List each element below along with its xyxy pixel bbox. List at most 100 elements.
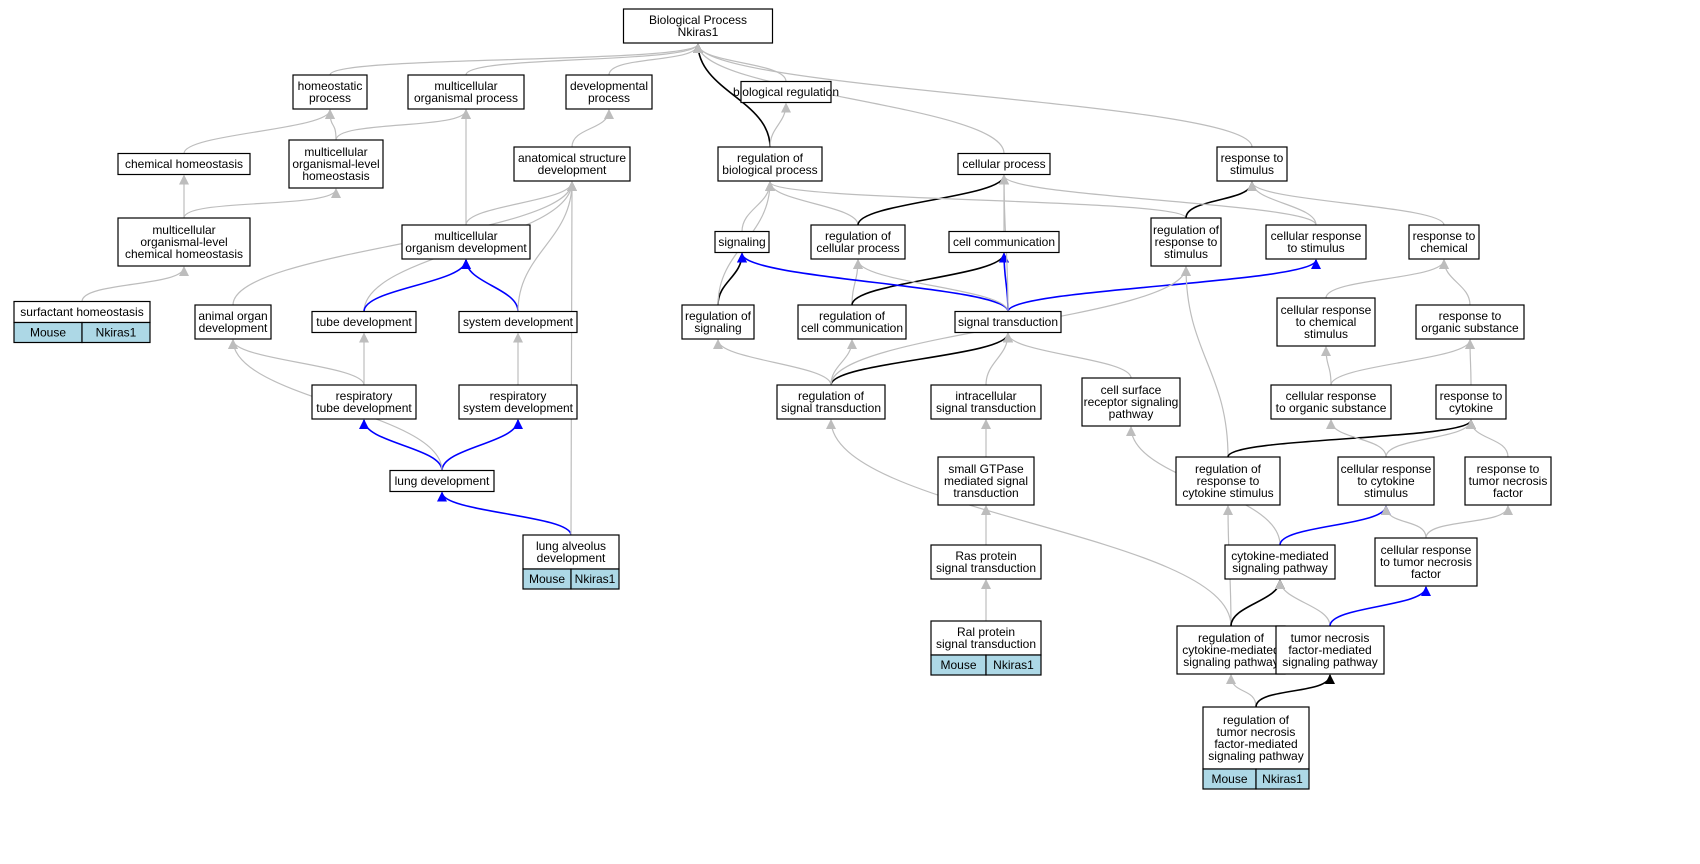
node-box [458, 310, 578, 334]
go-term-node-st[interactable]: signal transduction [954, 310, 1062, 334]
annotation-gene-label: Nkiras1 [993, 658, 1034, 672]
edge-csrsp-to-st [1003, 332, 1132, 379]
node-label-line: process [588, 91, 630, 105]
node-label-line: cytokine-mediated [1182, 643, 1279, 657]
node-box [288, 139, 384, 189]
node-label-line: response to [1477, 462, 1540, 476]
node-label-line: organism development [405, 241, 527, 255]
node-label-line: developmental [570, 79, 648, 93]
node-label-line: cellular response [1341, 462, 1432, 476]
node-box [565, 74, 653, 110]
edge-mcolch-to-mcolh [183, 188, 341, 219]
node-box [1224, 544, 1336, 580]
edge-rrs-to-resp [1185, 181, 1257, 219]
node-label-line: tumor necrosis [1291, 631, 1370, 645]
node-box [1464, 456, 1552, 506]
node-label-line: pathway [1109, 407, 1154, 421]
node-label-line: cellular response [1381, 543, 1472, 557]
edge-homeo-to-root [329, 43, 703, 76]
node-box [681, 304, 755, 340]
go-term-node-cellcomm[interactable]: cell communication [948, 230, 1060, 254]
node-box [389, 469, 495, 493]
go-term-node-surf[interactable]: surfactant homeostasis [13, 300, 151, 324]
edge-cros-to-crcs [1321, 346, 1332, 386]
edge-devproc-to-root [608, 43, 703, 76]
node-label-line: cytokine-mediated [1231, 549, 1328, 563]
go-term-node-lungdev[interactable]: lung development [389, 469, 495, 493]
go-term-node-cellproc[interactable]: cellular process [957, 152, 1051, 176]
go-term-node-bioreg[interactable]: biological regulation [733, 80, 839, 104]
go-term-node-chemhomeo[interactable]: chemical homeostasis [117, 152, 251, 176]
node-box [810, 224, 906, 260]
edge-rcp-to-cellproc [857, 174, 1009, 226]
go-term-node-sysdev[interactable]: system development [458, 310, 578, 334]
node-box [311, 310, 417, 334]
node-label-line: chemical homeostasis [125, 247, 243, 261]
go-term-node-rcmsp[interactable]: regulation ofcytokine-mediatedsignaling … [1176, 625, 1286, 675]
edge-st-to-signaling [737, 252, 1009, 312]
node-box [957, 152, 1051, 176]
node-label-line: homeostasis [302, 169, 369, 183]
edge-rrs-to-rbp [765, 181, 1187, 219]
node-box [1415, 304, 1525, 340]
node-label-line: development [538, 163, 607, 177]
node-label-line: regulation of [819, 309, 886, 323]
node-box [714, 230, 770, 254]
node-label-line: factor-mediated [1288, 643, 1371, 657]
edge-ros-to-rchem [1439, 259, 1471, 306]
go-term-node-signaling[interactable]: signaling [714, 230, 770, 254]
node-label-line: cellular response [1286, 389, 1377, 403]
edge-lad-to-lungdev [437, 491, 572, 536]
node-label-line: signaling pathway [1232, 561, 1327, 575]
go-term-node-tube[interactable]: tube development [311, 310, 417, 334]
node-label-line: mediated signal [944, 474, 1028, 488]
edge-crtnf-to-rtnf [1425, 505, 1513, 539]
node-label-line: receptor signaling [1084, 395, 1179, 409]
annotation-gene-label: Nkiras1 [1262, 772, 1303, 786]
edge-crs-to-cellproc [999, 174, 1317, 226]
edge-mcolh-to-homeo [325, 109, 337, 141]
node-label-line: cell communication [953, 235, 1055, 249]
node-label-line: response to [1155, 235, 1218, 249]
node-label-line: Biological Process [649, 13, 747, 27]
node-label-line: response to [1197, 474, 1260, 488]
